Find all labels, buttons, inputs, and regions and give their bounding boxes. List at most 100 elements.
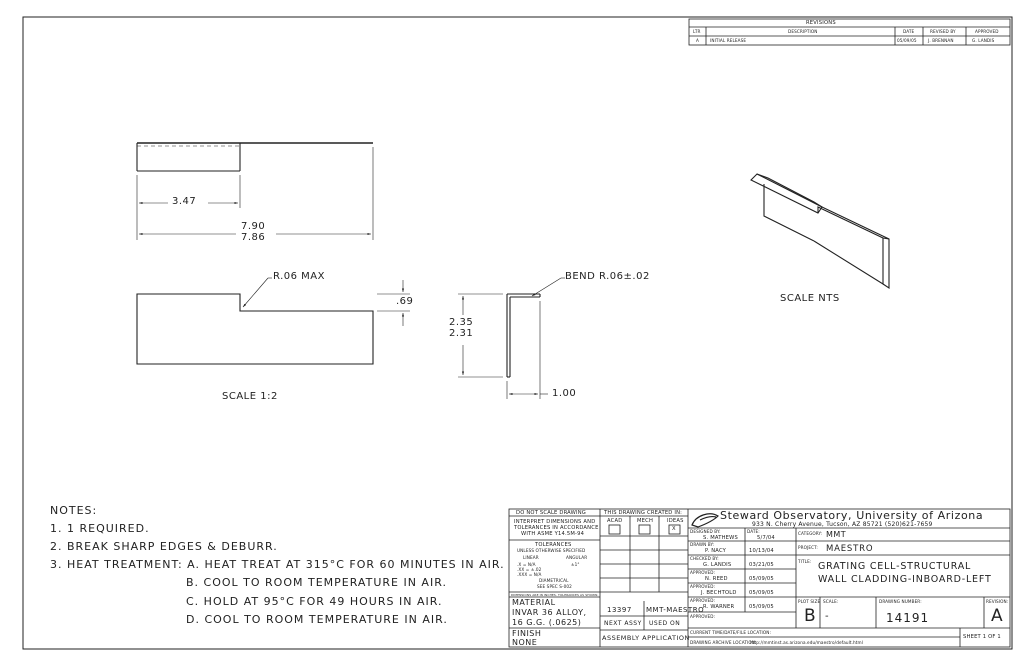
note-3c: C. HOLD AT 95°C FOR 49 HOURS IN AIR.	[186, 595, 443, 608]
designed-date: 5/7/04	[757, 535, 775, 541]
designed-by: S. MATHEWS	[703, 535, 738, 541]
rev-header-description: DESCRIPTION	[788, 29, 818, 34]
front-view	[136, 277, 410, 365]
rev-row-approved: G. LANDIS	[972, 38, 995, 43]
scale-label: SCALE:	[823, 599, 839, 604]
dim-2-31: 2.31	[449, 328, 474, 339]
unless-label: UNLESS OTHERWISE SPECIFIED	[517, 548, 586, 553]
drawn-by-label: DRAWN BY:	[690, 542, 715, 547]
used-on-label: USED ON	[649, 620, 681, 627]
revision-label: REVISION:	[986, 599, 1009, 604]
sheet-border	[22, 16, 1013, 650]
ideas-label: IDEAS	[667, 518, 684, 524]
rev-header-approved: APPROVED	[975, 29, 999, 34]
approved2-label: APPROVED:	[690, 584, 716, 589]
category-label: CATEGORY:	[798, 531, 823, 536]
title-label: TITLE:	[798, 559, 812, 564]
title-block-lines	[508, 508, 1011, 648]
approved4-label: APPROVED:	[690, 614, 716, 619]
org-address: 933 N. Cherry Avenue, Tucson, AZ 85721 (…	[752, 521, 933, 528]
dim-2-35: 2.35	[449, 317, 474, 328]
scale-1-2: SCALE 1:2	[222, 391, 278, 402]
rev-row-description: INITIAL RELEASE	[710, 38, 747, 43]
drawn-date: 10/13/04	[749, 548, 774, 554]
sheet-number: SHEET 1 OF 1	[963, 634, 1001, 640]
dim-0-69: .69	[396, 296, 414, 307]
drawing-number-label: DRAWING NUMBER:	[879, 599, 922, 604]
created-in-label: THIS DRAWING CREATED IN:	[604, 510, 683, 516]
approved3-label: APPROVED:	[690, 598, 716, 603]
tol-angular: ±1°	[571, 562, 580, 567]
material-line-2: 16 G.G. (.0625)	[512, 618, 582, 627]
rev-header-ltr: LTR	[693, 29, 701, 34]
archive-value: http://mmtinst.as.arizona.edu/maestro/de…	[750, 640, 863, 645]
approved1: N. REED	[705, 576, 728, 582]
tol-2: .XX = ±.02	[517, 567, 542, 572]
diametrical-label: DIAMETRICAL	[539, 578, 569, 583]
angular-label: ANGULAR	[566, 555, 588, 560]
revision-letter: A	[991, 606, 1004, 626]
rev-row-date: 05/09/05	[897, 38, 917, 43]
category: MMT	[826, 530, 847, 539]
iso-view	[750, 173, 890, 290]
approved3: R. WARNER	[703, 604, 735, 610]
material-label: MATERIAL	[512, 598, 556, 607]
dim-7-90: 7.90	[241, 221, 266, 232]
note-2: 2. BREAK SHARP EDGES & DEBURR.	[50, 540, 278, 553]
rev-row-ltr: A	[696, 38, 699, 43]
next-assy-value: 13397	[607, 606, 632, 614]
bend-note: BEND R.06±.02	[565, 271, 650, 282]
scale-nts: SCALE NTS	[780, 293, 840, 304]
finish-value: NONE	[512, 638, 538, 647]
do-not-scale: DO NOT SCALE DRAWING	[516, 510, 587, 516]
approved1-label: APPROVED:	[690, 570, 716, 575]
approved1-date: 05/09/05	[749, 576, 774, 582]
checked-by-label: CHECKED BY:	[690, 556, 719, 561]
dim-3-47: 3.47	[172, 196, 197, 207]
plot-size: B	[804, 606, 817, 626]
note-1: 1. 1 REQUIRED.	[50, 522, 150, 535]
approved2: J. BECHTOLD	[701, 590, 737, 596]
side-view	[458, 277, 565, 399]
title-line-2: WALL CLADDING-INBOARD-LEFT	[818, 574, 992, 585]
designed-by-label: DESIGNED BY:	[690, 529, 721, 534]
used-on-value: MMT-MAESTRO	[646, 606, 705, 614]
observatory-logo	[691, 513, 719, 528]
interpret-line-1: INTERPRET DIMENSIONS AND	[514, 519, 596, 525]
org-name: Steward Observatory, University of Arizo…	[720, 509, 984, 522]
mech-label: MECH	[637, 518, 654, 524]
linear-label: LINEAR	[523, 555, 539, 560]
next-assy-label: NEXT ASSY	[604, 620, 642, 627]
finish-label: FINISH	[512, 629, 542, 638]
approved2-date: 05/09/05	[749, 590, 774, 596]
rev-header-date: DATE	[903, 29, 915, 34]
date-label: DATE:	[747, 529, 760, 534]
interpret-line-3: WITH ASME Y14.5M-94	[521, 531, 585, 537]
see-spec: SEE SPEC S-002	[537, 584, 572, 589]
top-view	[136, 142, 374, 240]
acad-label: ACAD	[607, 518, 623, 524]
note-3a: 3. HEAT TREATMENT: A. HEAT TREAT AT 315°…	[50, 558, 505, 571]
assembly-application: ASSEMBLY APPLICATION	[602, 634, 690, 642]
project: MAESTRO	[826, 544, 874, 554]
drawn-by: P. NACY	[705, 548, 727, 554]
scale-value: -	[825, 611, 830, 622]
revisions-title: REVISIONS	[806, 19, 836, 26]
fine-print: DIMENSIONS ARE IN INCHES. TOLERANCES AS …	[511, 593, 599, 597]
plot-size-label: PLOT SIZE	[798, 599, 821, 604]
archive-label: DRAWING ARCHIVE LOCATION:	[690, 640, 757, 645]
checked-by: G. LANDIS	[703, 562, 732, 568]
dim-1-00: 1.00	[552, 388, 577, 399]
current-time-label: CURRENT TIME/DATE/FILE LOCATION:	[690, 630, 771, 635]
rev-header-revised-by: REVISED BY	[930, 29, 956, 34]
tol-1: .X = N/A	[517, 562, 536, 567]
revisions-table-lines	[688, 18, 1011, 46]
title-line-1: GRATING CELL-STRUCTURAL	[818, 561, 972, 572]
drawing-number: 14191	[886, 611, 930, 625]
radius-note: R.06 MAX	[273, 271, 325, 282]
ideas-check: X	[672, 526, 676, 532]
dim-7-86: 7.86	[241, 232, 266, 243]
checked-date: 03/21/05	[749, 562, 774, 568]
